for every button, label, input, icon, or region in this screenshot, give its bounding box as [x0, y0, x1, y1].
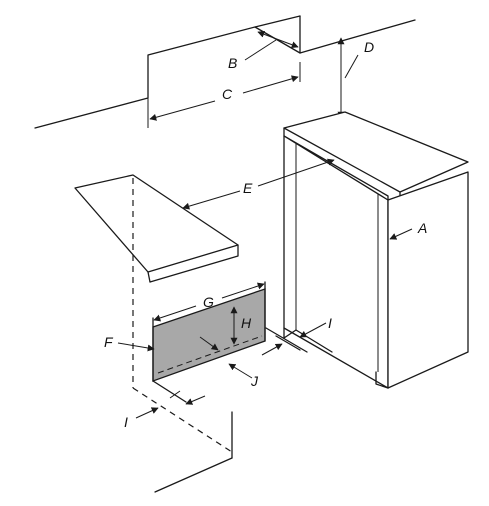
countertop — [74, 174, 239, 283]
panel-leader — [199, 336, 219, 351]
dimension-c — [149, 75, 299, 121]
left-cabinet-edges — [132, 178, 233, 493]
dimension-i-side — [299, 322, 327, 338]
dimension-j — [228, 343, 283, 379]
label-e: E — [243, 180, 253, 196]
dimension-e — [182, 158, 335, 210]
label-c: C — [222, 86, 233, 102]
label-f: F — [104, 334, 114, 350]
dimension-a — [389, 228, 413, 240]
dimension-b — [244, 30, 299, 61]
dimension-d — [332, 37, 359, 123]
label-h: H — [241, 315, 252, 331]
dishwasher-unit — [283, 111, 469, 389]
label-j: J — [250, 373, 259, 389]
label-d: D — [364, 39, 374, 55]
label-a: A — [417, 220, 427, 236]
label-i-front: I — [124, 414, 128, 430]
label-g: G — [203, 294, 214, 310]
upper-cabinet-outline — [34, 15, 416, 129]
label-i-side: I — [328, 315, 332, 331]
dimension-f — [117, 342, 155, 352]
dimension-g — [153, 282, 265, 322]
floor-gap — [152, 327, 308, 403]
dimension-i-front — [135, 390, 206, 419]
label-b: B — [228, 55, 237, 71]
